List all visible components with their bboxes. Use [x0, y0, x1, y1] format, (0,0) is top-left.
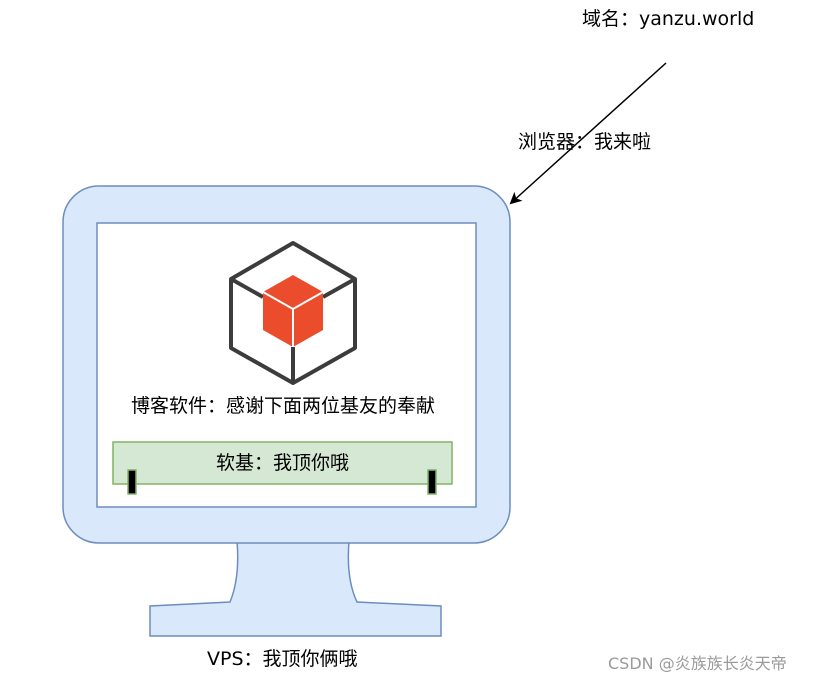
monitor-stand [149, 540, 442, 637]
browser-label: 浏览器：我来啦 [518, 131, 652, 153]
server-left-indicator [127, 469, 137, 495]
vps-label: VPS：我顶你俩哦 [207, 648, 358, 670]
cube-icon [229, 241, 357, 385]
domain-label: 域名：yanzu.world [582, 8, 755, 30]
arrow-icon [509, 62, 667, 205]
server-label: 软基：我顶你哦 [215, 451, 349, 474]
server-right-indicator [427, 469, 437, 495]
server-box [112, 441, 453, 485]
watermark: CSDN @炎族族长炎天帝 [608, 654, 787, 673]
software-label: 博客软件：感谢下面两位基友的奉献 [131, 395, 436, 417]
